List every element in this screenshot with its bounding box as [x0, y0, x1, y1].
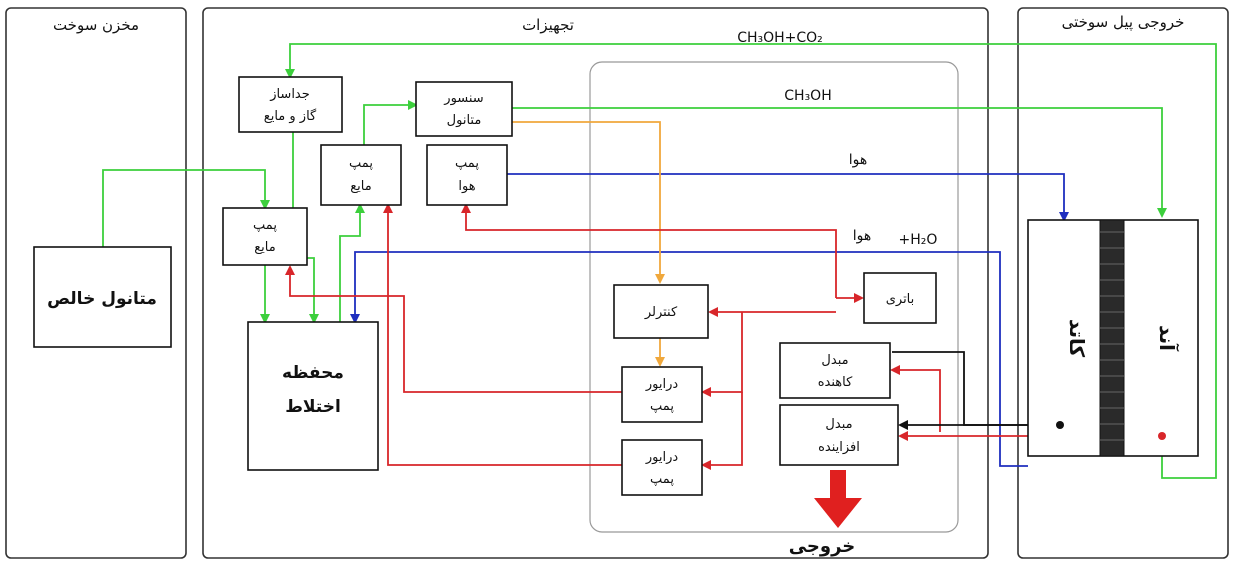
- air-pump-label-2: هوا: [458, 179, 475, 194]
- water-formula-label: +H₂O: [899, 232, 938, 248]
- equipment-title: تجهیزات: [522, 16, 574, 34]
- driver-upper-label-1: درایور: [645, 377, 679, 392]
- air-pump-label-1: پمپ: [455, 156, 479, 171]
- air-water-label: هوا: [853, 228, 872, 244]
- cathode-label: کاتد: [1065, 319, 1089, 358]
- ch3oh-co2-label: CH₃OH+CO₂: [737, 30, 823, 46]
- driver2-to-pump-line: [383, 203, 622, 466]
- driver-upper-label-2: پمپ: [650, 399, 674, 414]
- driver-lower-label-2: پمپ: [650, 472, 674, 487]
- air-pump-box: پمپ هوا: [426, 144, 508, 206]
- membrane-pattern: [1100, 231, 1124, 441]
- liquid-pump-lower-box: پمپ مایع: [222, 207, 308, 266]
- exit-arrow: [814, 470, 862, 528]
- chamber-to-pump-line: [339, 203, 365, 322]
- mixing-chamber-label-2: اختلاط: [285, 397, 341, 417]
- battery-label: باتری: [886, 292, 915, 307]
- sensor-signal-line: [512, 121, 665, 284]
- sensor-label-1: سنسور: [443, 91, 483, 106]
- liquid-pump-lower-label-1: پمپ: [253, 218, 277, 233]
- boost-to-buck-line: [890, 365, 941, 432]
- controller-box: کنترلر: [613, 284, 709, 339]
- liquid-pump-upper-box: پمپ مایع: [320, 144, 402, 206]
- boost-label-2: افزاینده: [818, 440, 860, 455]
- buck-label-1: مبدل: [821, 353, 848, 368]
- boost-label-1: مبدل: [825, 417, 852, 432]
- buck-label-2: کاهنده: [818, 375, 853, 390]
- fuel-storage-title: مخزن سوخت: [53, 16, 139, 34]
- anode-terminal-dot: [1158, 432, 1166, 440]
- anode-label: آند: [1155, 325, 1180, 352]
- driver-lower-label-1: درایور: [645, 450, 679, 465]
- exit-label: خروجی: [789, 536, 856, 557]
- controller-area-frame: [589, 61, 959, 533]
- bus-to-driver2-line: [701, 392, 743, 470]
- pure-methanol-box: متانول خالص: [33, 246, 172, 348]
- buck-converter-box: مبدل کاهنده: [779, 342, 891, 399]
- air-to-cathode-line: [507, 173, 1069, 222]
- driver1-to-pump-line: [285, 265, 622, 393]
- pump-driver-lower-box: درایور پمپ: [621, 439, 703, 496]
- membrane: [1099, 219, 1125, 457]
- co2-return-line: [285, 43, 1217, 479]
- boost-converter-box: مبدل افزاینده: [779, 404, 899, 466]
- sensor-label-2: متانول: [447, 113, 482, 128]
- ch3oh-label: CH₃OH: [784, 88, 831, 104]
- fuel-cell-stack: کاتد آند: [1027, 219, 1199, 457]
- air-label: هوا: [849, 152, 868, 168]
- separator-label-2: گاز و مایع: [264, 108, 317, 124]
- methanol-feed-line: [102, 169, 270, 247]
- separator-label-1: جداساز: [269, 87, 310, 102]
- controller-label: کنترلر: [644, 305, 678, 320]
- battery-box: باتری: [863, 272, 937, 324]
- pure-methanol-label: متانول خالص: [47, 289, 157, 309]
- air-water-return-line: [350, 251, 1028, 467]
- fuel-cell-output-title: خروجی پیل سوختی: [1062, 13, 1185, 32]
- mixing-chamber-label-1: محفظه: [282, 363, 344, 383]
- control-to-air-pump-line: [461, 203, 837, 298]
- liquid-pump-upper-label-1: پمپ: [349, 156, 373, 171]
- liquid-pump-lower-label-2: مایع: [254, 240, 275, 255]
- methanol-sensor-box: سنسور متانول: [415, 81, 513, 137]
- mixing-chamber-box: محفظه اختلاط: [247, 321, 379, 471]
- liquid-pump-upper-label-2: مایع: [350, 179, 371, 194]
- pump-driver-upper-box: درایور پمپ: [621, 366, 703, 423]
- pump-to-sensor-line: [363, 100, 418, 145]
- methanol-to-anode-line: [512, 107, 1167, 218]
- cathode-terminal-dot: [1056, 421, 1064, 429]
- gas-liquid-separator-box: جداساز گاز و مایع: [238, 76, 343, 133]
